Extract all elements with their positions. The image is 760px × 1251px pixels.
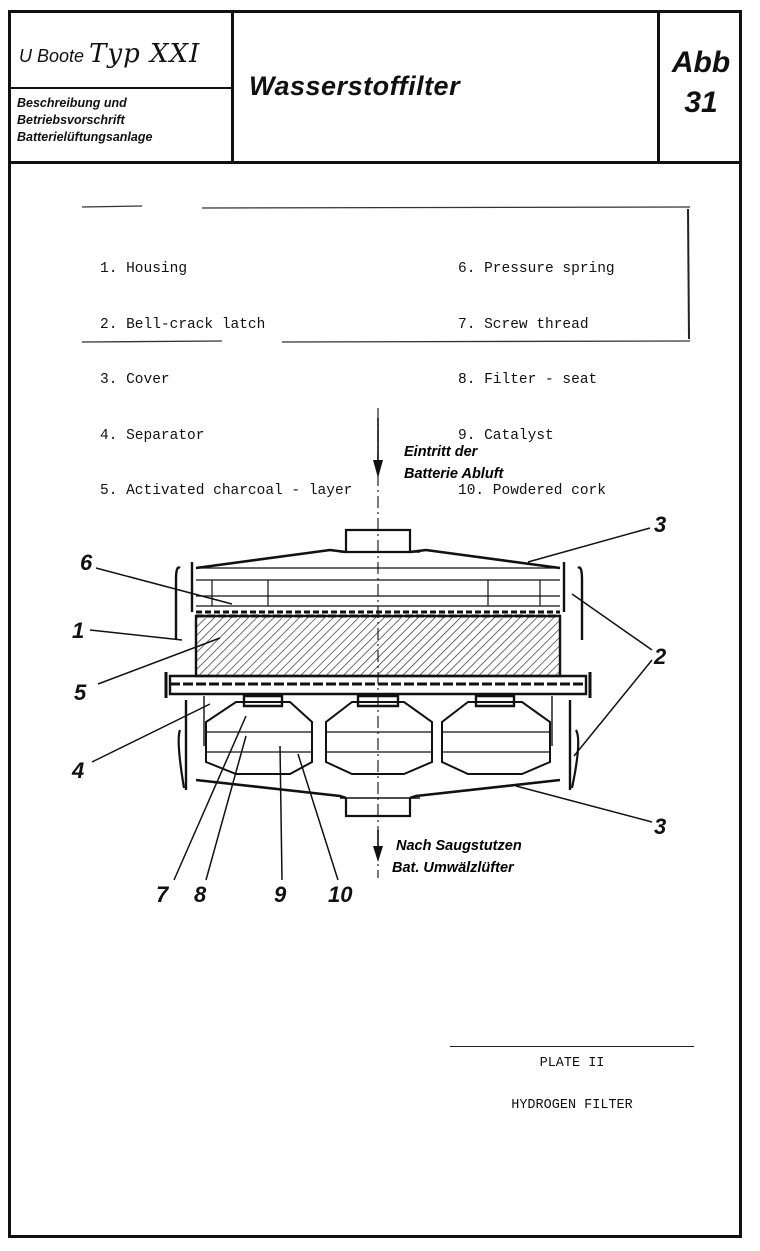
callout-numbers: 6 1 5 4 3 2 3 7 8 9 10 xyxy=(71,512,667,907)
legend-item: 8. Filter - seat xyxy=(458,372,598,388)
legend-item: 2. Bell-crack latch xyxy=(100,316,266,333)
legend-item: 9. Catalyst xyxy=(458,427,554,444)
abb-label: Abb xyxy=(671,46,731,79)
legend-column-left: 1. Housing 2. Bell-crack latch 3. Cover … xyxy=(100,223,352,538)
figure-number: Abb 31 xyxy=(660,43,742,123)
plate-number: PLATE II xyxy=(539,1056,605,1071)
figure-number-cell: Abb 31 xyxy=(657,13,742,161)
callout-number: 9 xyxy=(274,882,287,907)
legend-frame xyxy=(82,205,690,343)
outlet-arrow-head xyxy=(373,846,383,862)
outlet-label-line: Nach Saugstutzen xyxy=(396,838,522,854)
drawing-sheet: U Boote Typ XXI Beschreibung und Betrieb… xyxy=(8,10,742,1238)
document-description: Beschreibung und Betriebsvorschrift Batt… xyxy=(17,95,152,146)
parts-legend: 1. Housing 2. Bell-crack latch 3. Cover … xyxy=(82,205,690,499)
plate-rule xyxy=(450,1046,694,1047)
legend-item: 10. Powdered cork xyxy=(458,483,606,499)
callout-number: 3 xyxy=(654,512,666,537)
plate-caption: HYDROGEN FILTER xyxy=(511,1098,633,1113)
catalyst-cartridges xyxy=(205,694,551,775)
legend-item: 5. Activated charcoal - layer xyxy=(100,483,353,499)
callout-number: 1 xyxy=(72,618,84,643)
legend-item: 7. Screw thread xyxy=(458,316,589,333)
legend-item: 1. Housing xyxy=(100,261,188,277)
drawing-title: Wasserstoffilter xyxy=(249,71,461,101)
legend-item: 4. Separator xyxy=(100,427,205,444)
boat-type-cell: U Boote Typ XXI xyxy=(11,13,231,89)
boat-prefix: U Boote xyxy=(19,46,85,66)
callout-number: 3 xyxy=(654,814,666,839)
boat-type: U Boote Typ XXI xyxy=(19,39,200,69)
inlet-label-line: Eintritt der xyxy=(404,444,479,460)
charcoal-layer xyxy=(194,614,562,678)
description-line: Betriebsvorschrift xyxy=(17,113,125,127)
boat-type-code: Typ XXI xyxy=(89,39,201,69)
callout-number: 4 xyxy=(71,758,84,783)
inlet-arrow-head xyxy=(373,460,383,478)
inlet-label-line: Batterie Abluft xyxy=(404,466,505,482)
filter-housing xyxy=(164,528,592,818)
legend-item: 6. Pressure spring xyxy=(458,261,615,277)
title-block: U Boote Typ XXI Beschreibung und Betrieb… xyxy=(11,13,739,164)
callout-number: 7 xyxy=(156,882,170,907)
legend-item: 3. Cover xyxy=(100,372,170,388)
description-line: Beschreibung und xyxy=(17,96,127,110)
callout-number: 10 xyxy=(328,882,353,907)
legend-column-right: 6. Pressure spring 7. Screw thread 8. Fi… xyxy=(458,223,615,538)
description-line: Batterielüftungsanlage xyxy=(17,130,153,144)
outlet-label-line: Bat. Umwälzlüfter xyxy=(392,860,515,876)
title-block-left: U Boote Typ XXI Beschreibung und Betrieb… xyxy=(11,13,234,161)
callout-leaders xyxy=(89,527,653,881)
callout-number: 2 xyxy=(653,644,667,669)
callout-number: 5 xyxy=(74,680,87,705)
callout-number: 8 xyxy=(194,882,207,907)
abb-number: 31 xyxy=(684,86,718,119)
callout-number: 6 xyxy=(80,550,93,575)
